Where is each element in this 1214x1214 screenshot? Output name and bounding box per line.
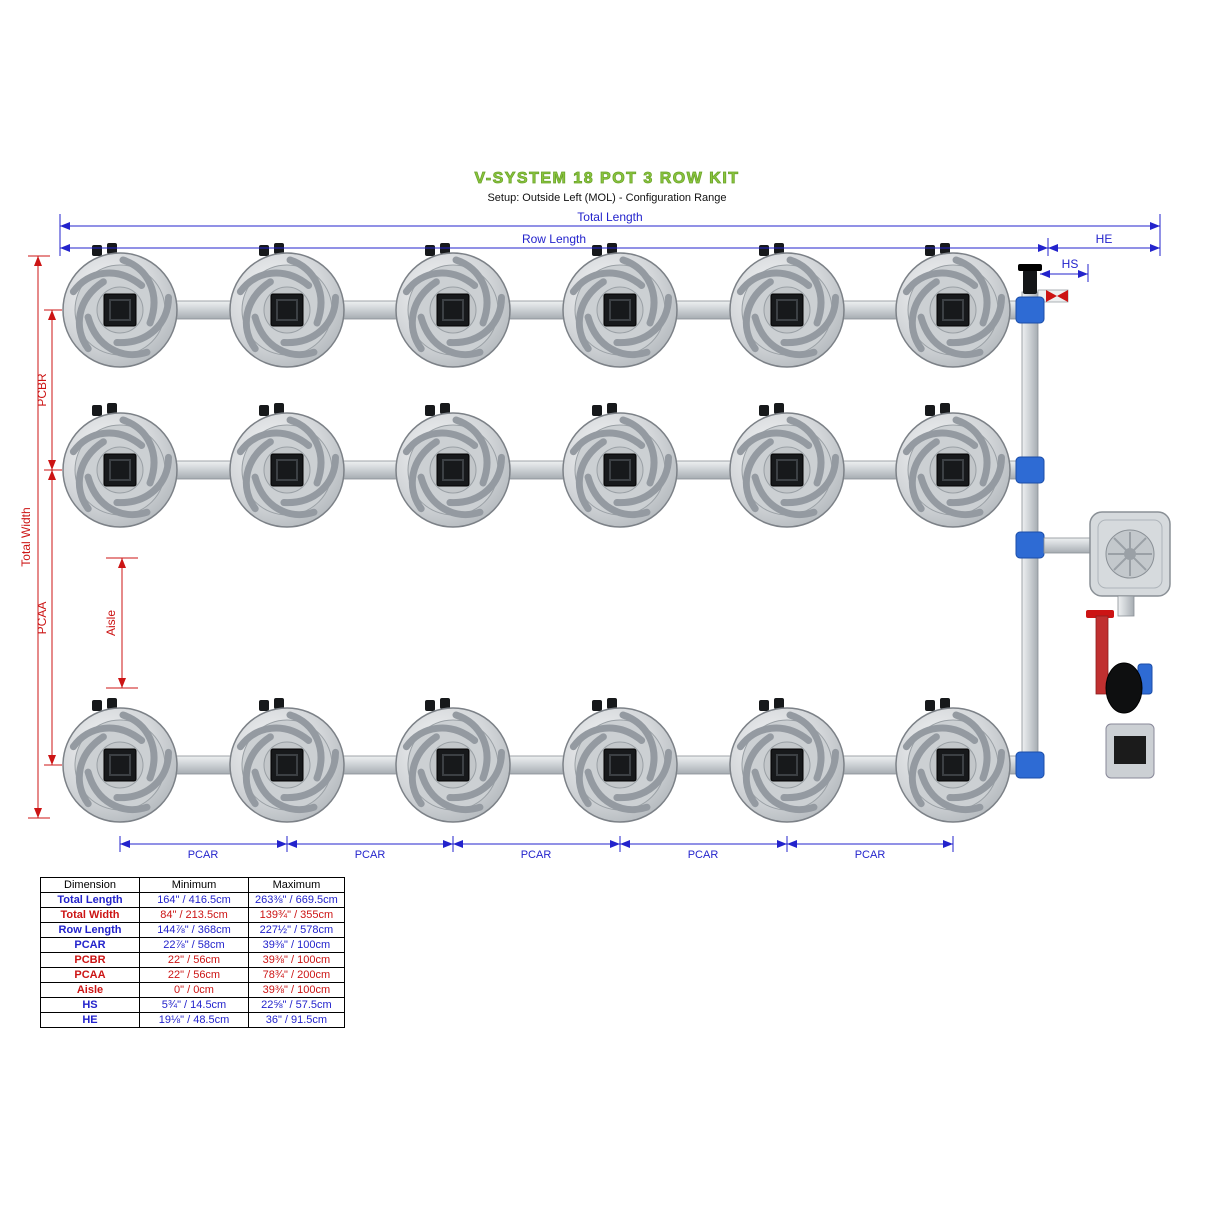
pot	[63, 243, 178, 370]
pot	[563, 403, 678, 530]
pot	[230, 403, 345, 530]
pot	[563, 243, 678, 370]
dimension-value-cell: 19⅛" / 48.5cm	[139, 1012, 249, 1028]
dim-pcar-label: PCAR	[688, 849, 719, 861]
pot	[563, 698, 678, 825]
dimension-name-cell: Row Length	[40, 922, 140, 938]
dimension-value-cell: 0" / 0cm	[139, 982, 249, 998]
pot	[730, 698, 845, 825]
dim-total-length-label: Total Length	[577, 210, 642, 224]
dimensions-blue: Total Length Row Length HE HS PCAR PCAR …	[59, 210, 1161, 861]
page-subtitle: Setup: Outside Left (MOL) - Configuratio…	[487, 192, 727, 204]
dimension-value-cell: 39⅜" / 100cm	[248, 937, 345, 953]
pot-grid	[63, 243, 1011, 825]
pump	[1105, 662, 1143, 714]
table-header-maximum: Maximum	[248, 877, 345, 893]
pot	[396, 403, 511, 530]
pot	[896, 243, 1011, 370]
pot	[396, 243, 511, 370]
dimension-value-cell: 39⅜" / 100cm	[248, 952, 345, 968]
red-drain-pipe	[1095, 615, 1109, 695]
table-header-minimum: Minimum	[139, 877, 249, 893]
pot	[230, 698, 345, 825]
manifold-fittings	[1015, 296, 1045, 779]
pipe-fitting-blue	[1015, 456, 1045, 484]
table-header-row: Dimension Minimum Maximum	[40, 877, 345, 893]
dim-pcar-label: PCAR	[521, 849, 552, 861]
page-title: V-SYSTEM 18 POT 3 ROW KIT	[474, 170, 740, 188]
tank-feed-pipe	[1043, 537, 1095, 554]
dimension-name-cell: HE	[40, 1012, 140, 1028]
dimension-value-cell: 84" / 213.5cm	[139, 907, 249, 923]
dimension-name-cell: Aisle	[40, 982, 140, 998]
pot	[63, 698, 178, 825]
table-header-dimension: Dimension	[40, 877, 140, 893]
dimension-name-cell: PCAR	[40, 937, 140, 953]
dimension-value-cell: 39⅜" / 100cm	[248, 982, 345, 998]
manifold	[1018, 264, 1069, 773]
dim-pcar-label: PCAR	[855, 849, 886, 861]
dimension-value-cell: 22" / 56cm	[139, 952, 249, 968]
dimension-value-cell: 139¾" / 355cm	[248, 907, 345, 923]
dim-row-length-label: Row Length	[522, 232, 586, 246]
dimension-name-cell: Total Length	[40, 892, 140, 908]
dim-aisle-label: Aisle	[104, 610, 118, 636]
pipe-fitting-blue	[1015, 296, 1045, 324]
controller-screen	[1114, 736, 1146, 764]
valve-handle	[1018, 264, 1042, 271]
pot	[396, 698, 511, 825]
tank-lid-center	[1124, 548, 1136, 560]
dim-he-label: HE	[1096, 232, 1113, 246]
dimension-value-cell: 78¾" / 200cm	[248, 967, 345, 983]
dimension-value-cell: 5¾" / 14.5cm	[139, 997, 249, 1013]
dimension-value-cell: 227½" / 578cm	[248, 922, 345, 938]
dimension-value-cell: 144⅞" / 368cm	[139, 922, 249, 938]
pot	[230, 243, 345, 370]
dimension-name-cell: Total Width	[40, 907, 140, 923]
row-pipes	[117, 300, 1033, 775]
pot	[896, 403, 1011, 530]
dimension-name-cell: HS	[40, 997, 140, 1013]
pot	[730, 403, 845, 530]
pot	[730, 243, 845, 370]
dimension-value-cell: 22⅝" / 57.5cm	[248, 997, 345, 1013]
dim-pcar-label: PCAR	[355, 849, 386, 861]
dimension-name-cell: PCAA	[40, 967, 140, 983]
shutoff-valve	[1023, 270, 1037, 294]
dim-hs-label: HS	[1062, 257, 1079, 271]
dim-pcbr-label: PCBR	[35, 373, 49, 407]
pipe-fitting-blue	[1015, 531, 1045, 559]
reservoir-assembly	[1043, 511, 1171, 779]
dimension-value-cell: 36" / 91.5cm	[248, 1012, 345, 1028]
dimension-name-cell: PCBR	[40, 952, 140, 968]
pipe-fitting-blue	[1015, 751, 1045, 779]
dimensions-red: Total Width PCBR PCAA Aisle	[19, 255, 138, 819]
pot	[896, 698, 1011, 825]
dim-pcar-label: PCAR	[188, 849, 219, 861]
check-valve-red	[1046, 290, 1068, 302]
dim-total-width-label: Total Width	[19, 507, 33, 566]
dimension-value-cell: 22" / 56cm	[139, 967, 249, 983]
tank-down-pipe	[1117, 595, 1135, 617]
tank-lid-rim	[1097, 519, 1163, 589]
dimension-value-cell: 164" / 416.5cm	[139, 892, 249, 908]
dimension-value-cell: 263⅜" / 669.5cm	[248, 892, 345, 908]
dimension-value-cell: 22⅞" / 58cm	[139, 937, 249, 953]
dim-pcaa-label: PCAA	[35, 602, 49, 635]
pot	[63, 403, 178, 530]
